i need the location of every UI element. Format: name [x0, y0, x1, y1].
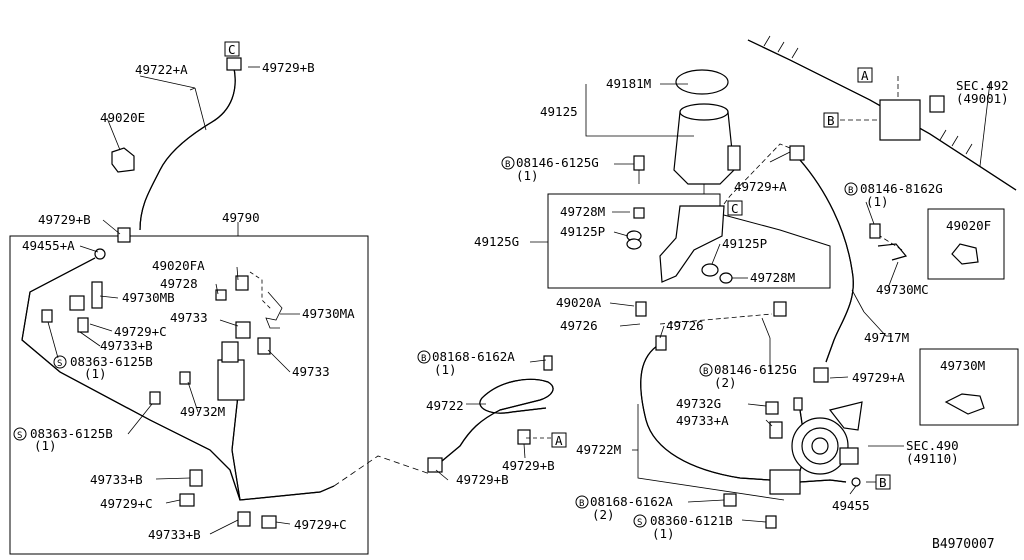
- label-bolt-symbol-b1: B: [421, 354, 426, 364]
- label-49790: 49790: [222, 210, 260, 225]
- label-sec492: SEC.492: [956, 78, 1009, 93]
- label-49125: 49125: [540, 104, 578, 119]
- label-49730MC: 49730MC: [876, 282, 929, 297]
- hose-49722A: [117, 57, 242, 243]
- label-bolt-symbol-b5: B: [848, 186, 853, 196]
- labels: 49722+A 49729+B 49020E 49729+B 49790 494…: [17, 42, 1009, 552]
- label-49728M-b: 49728M: [750, 270, 795, 285]
- label-sec490-sub: (49110): [906, 451, 959, 466]
- label-bolt-symbol-s2: S: [17, 431, 22, 441]
- label-49455A: 49455+A: [22, 238, 75, 253]
- label-08146G-b: 08146-6125G: [714, 362, 797, 377]
- label-08363-a: 08363-6125B: [70, 354, 153, 369]
- label-49020F: 49020F: [946, 218, 991, 233]
- label-08168-b-qty: (2): [592, 507, 615, 522]
- label-49020E: 49020E: [100, 110, 145, 125]
- label-49728: 49728: [160, 276, 198, 291]
- label-49729C-b: 49729+C: [100, 496, 153, 511]
- label-49729B-bot: 49729+B: [456, 472, 509, 487]
- label-49726-b: 49726: [666, 318, 704, 333]
- label-49729C-a: 49729+C: [114, 324, 167, 339]
- label-bolt-symbol-b4: B: [579, 499, 584, 509]
- label-bolt-symbol-s3: S: [637, 518, 642, 528]
- label-49733-b: 49733: [292, 364, 330, 379]
- label-49729B-left: 49729+B: [38, 212, 91, 227]
- label-49729B-mid: 49729+B: [502, 458, 555, 473]
- dashed-link-left: [333, 455, 431, 487]
- label-49730M: 49730M: [940, 358, 985, 373]
- left-assembly-box: [9, 235, 369, 555]
- label-08360: 08360-6121B: [650, 513, 733, 528]
- label-08146B: 08146-8162G: [860, 181, 943, 196]
- label-49733-a: 49733: [170, 310, 208, 325]
- label-49732M: 49732M: [180, 404, 225, 419]
- leaders-left: [47, 66, 300, 535]
- ref-b-1: B: [827, 113, 835, 128]
- label-08363-a-qty: (1): [84, 366, 107, 381]
- label-49733B-c: 49733+B: [148, 527, 201, 542]
- hose-49722: [427, 355, 554, 481]
- label-49125P-b: 49125P: [722, 236, 767, 251]
- pipe-49790: [21, 248, 335, 529]
- label-49722M: 49722M: [576, 442, 621, 457]
- label-08168-a-qty: (1): [434, 362, 457, 377]
- label-49125P-a: 49125P: [560, 224, 605, 239]
- label-08168-a: 08168-6162A: [432, 349, 515, 364]
- inset-49730M: [919, 348, 1019, 426]
- label-sec492-sub: (49001): [956, 91, 1009, 106]
- power-steering-pump: [791, 401, 904, 475]
- ref-markers: [224, 41, 891, 490]
- label-08360-qty: (1): [652, 526, 675, 541]
- label-49730MB: 49730MB: [122, 290, 175, 305]
- label-bolt-symbol-s1: S: [57, 359, 62, 369]
- label-49729A-b: 49729+A: [852, 370, 905, 385]
- label-49020FA: 49020FA: [152, 258, 205, 273]
- label-49726-a: 49726: [560, 318, 598, 333]
- label-49181M: 49181M: [606, 76, 651, 91]
- label-bolt-symbol-b3: B: [703, 367, 708, 377]
- label-08146B-qty: (1): [866, 194, 889, 209]
- steering-rack: [747, 35, 1017, 191]
- ref-c-1: C: [228, 42, 236, 57]
- label-sec490: SEC.490: [906, 438, 959, 453]
- label-49733B-b: 49733+B: [90, 472, 143, 487]
- label-49730MA: 49730MA: [302, 306, 355, 321]
- ref-c-2: C: [731, 201, 739, 216]
- ref-a-2: A: [861, 68, 869, 83]
- reservoir-49125: [585, 69, 741, 194]
- label-49125G: 49125G: [474, 234, 519, 249]
- label-08146G-a-qty: (1): [516, 168, 539, 183]
- ref-b-2: B: [879, 475, 887, 490]
- label-49717M: 49717M: [864, 330, 909, 345]
- label-49455: 49455: [832, 498, 870, 513]
- label-49722A: 49722+A: [135, 62, 188, 77]
- label-49729A-a: 49729+A: [734, 179, 787, 194]
- ref-a-1: A: [555, 433, 563, 448]
- label-49020A: 49020A: [556, 295, 602, 310]
- label-49728M-a: 49728M: [560, 204, 605, 219]
- pipe-49722M: [609, 301, 876, 529]
- bolt-symbols: [13, 156, 858, 528]
- label-49732G: 49732G: [676, 396, 721, 411]
- inset-49020F: [927, 208, 1005, 280]
- label-49729C-c: 49729+C: [294, 517, 347, 532]
- diagram-id: B4970007: [932, 537, 995, 552]
- label-08363-b: 08363-6125B: [30, 426, 113, 441]
- clip-49020E: [111, 147, 135, 173]
- label-08168-b: 08168-6162A: [590, 494, 673, 509]
- hose-49717M: [789, 145, 908, 383]
- label-08146G-b-qty: (2): [714, 375, 737, 390]
- label-49733A: 49733+A: [676, 413, 729, 428]
- label-49722: 49722: [426, 398, 464, 413]
- label-49733B-a: 49733+B: [100, 338, 153, 353]
- bracket-box-49125G: [530, 193, 831, 289]
- label-08363-b-qty: (1): [34, 438, 57, 453]
- label-49729B-top: 49729+B: [262, 60, 315, 75]
- label-bolt-symbol-b2: B: [505, 160, 510, 170]
- label-08146G-a: 08146-6125G: [516, 155, 599, 170]
